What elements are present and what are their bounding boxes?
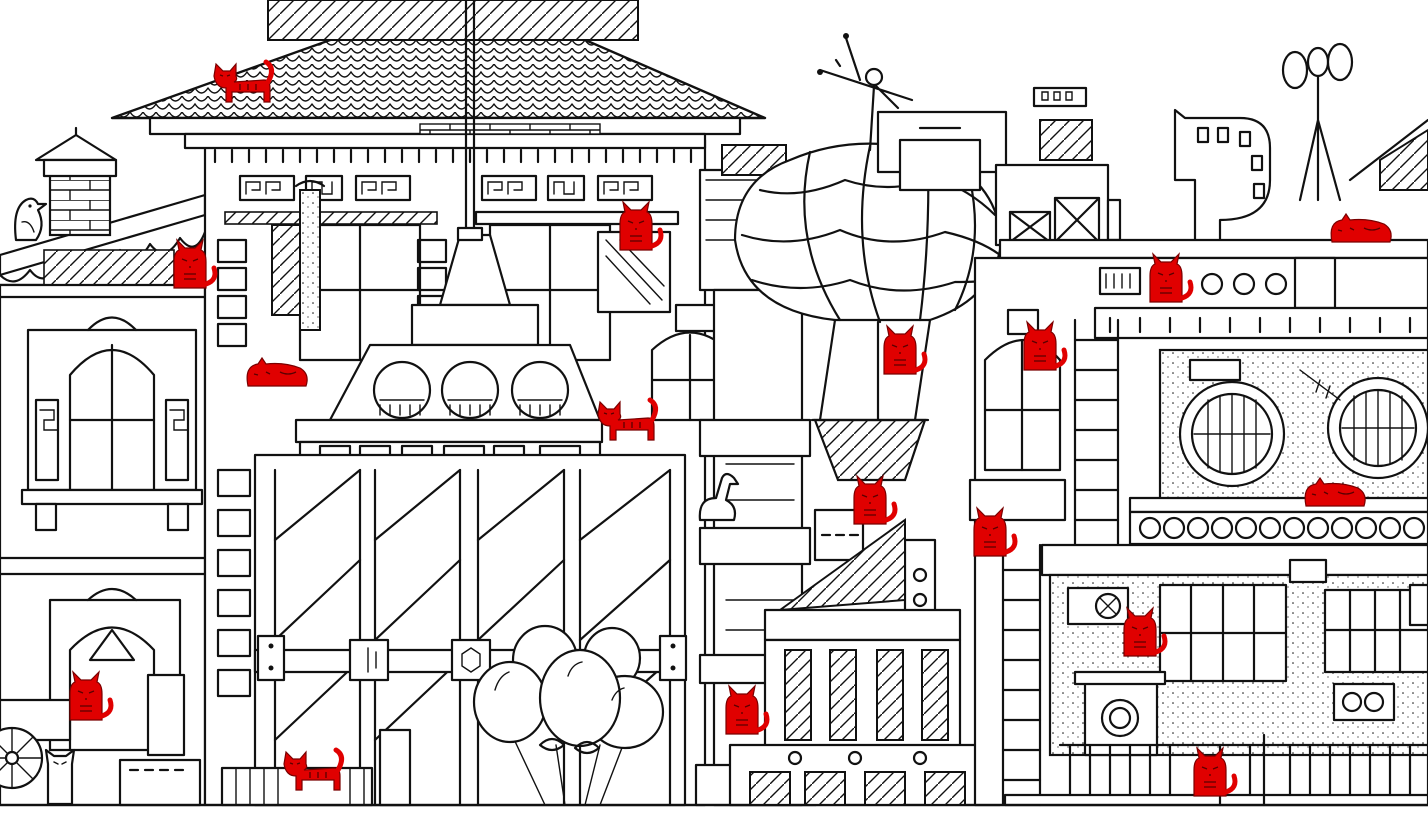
left-chimney (34, 126, 118, 237)
left-house-lower-window (48, 587, 202, 807)
greek-key-frieze (238, 174, 654, 202)
goose-icon (698, 472, 740, 522)
left-house (0, 126, 207, 807)
right-rooftop (876, 42, 1428, 260)
center-lower-building (728, 508, 1002, 807)
outline-cat (44, 748, 76, 806)
left-house-upper-window (20, 316, 204, 532)
bird-icon (14, 197, 48, 242)
tv-antenna-icon (817, 33, 914, 152)
cart-wheel (0, 698, 72, 790)
balloon-bunch-icon (472, 624, 665, 806)
